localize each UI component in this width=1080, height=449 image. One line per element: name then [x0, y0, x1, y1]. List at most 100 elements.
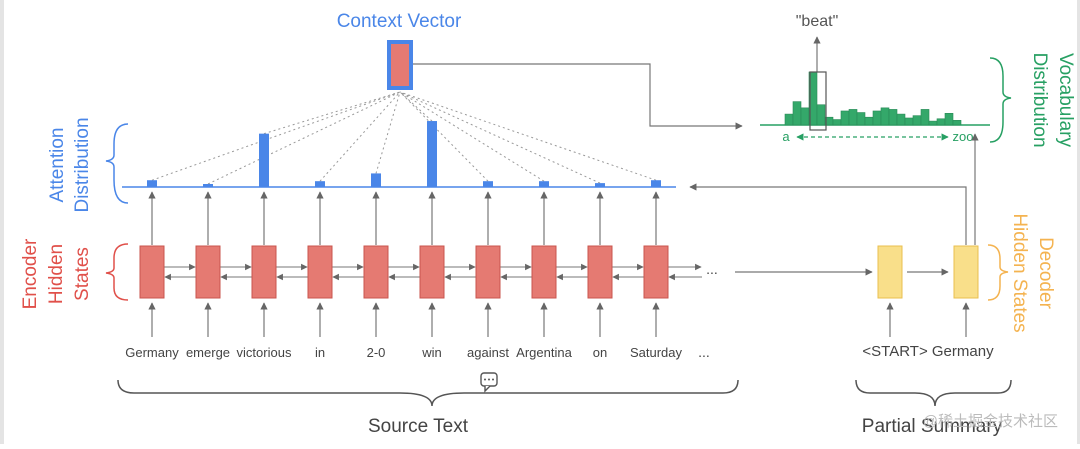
context-vector-box	[391, 44, 409, 86]
vocab-bar	[800, 107, 810, 126]
vocab-bar	[816, 104, 826, 126]
attention-bar	[651, 180, 661, 187]
encoder-cell	[195, 245, 221, 299]
attention-line	[399, 91, 601, 184]
attention-line	[399, 91, 489, 182]
partial-summary-label: Partial Summary	[862, 416, 1003, 437]
encoder-cell	[419, 245, 445, 299]
decoder-words-text: <START> Germany	[862, 343, 994, 360]
decoder-to-attention-arrow	[689, 183, 967, 245]
source-word: 2-0	[367, 345, 386, 360]
attention-line	[263, 91, 401, 135]
encoder-cell	[475, 245, 501, 299]
vocab-bar	[912, 115, 922, 126]
left-frame-edge	[0, 0, 4, 444]
attention-bar	[427, 121, 437, 187]
vocab-bar	[952, 120, 962, 126]
attention-brace	[105, 123, 129, 204]
vocab-end-label: zoo	[953, 129, 974, 144]
encoder-label-line2: Hidden	[46, 244, 67, 304]
vocab-bar	[792, 101, 802, 126]
vocab-bar	[872, 110, 882, 126]
source-word: victorious	[237, 345, 292, 360]
right-frame-edge	[1077, 0, 1080, 444]
attention-line	[207, 91, 401, 185]
attention-bar	[483, 181, 493, 187]
source-word: Germany	[125, 345, 179, 360]
encoder-label-line1: Encoder	[20, 238, 41, 309]
encoder-brace	[105, 243, 129, 301]
attention-line	[399, 91, 545, 182]
source-word: Argentina	[516, 345, 572, 360]
attention-bar	[315, 181, 325, 187]
attention-bar	[259, 133, 269, 187]
vocab-bar	[944, 113, 954, 126]
attention-bars	[147, 121, 661, 187]
vocab-bar	[904, 117, 914, 126]
attention-line	[399, 91, 433, 122]
source-text-brace	[117, 379, 739, 407]
vocab-bar	[888, 109, 898, 126]
attention-bar	[595, 183, 605, 187]
vocab-highlight-box	[809, 71, 827, 131]
vocab-bar	[832, 119, 842, 126]
decoder-cell	[953, 245, 979, 299]
encoder-to-attention-arrows	[148, 191, 660, 245]
attention-bar	[539, 181, 549, 187]
attention-bar	[203, 184, 213, 187]
encoder-cell	[531, 245, 557, 299]
encoder-recurrent-arrows	[164, 263, 702, 281]
vocab-bar	[928, 120, 938, 126]
watermark-text: @稀土掘金技术社区	[923, 413, 1058, 430]
output-word: "beat"	[796, 13, 839, 30]
decoder-label-line2: Hidden States	[1009, 213, 1030, 332]
vocab-bar	[936, 118, 946, 126]
encoder-cell	[251, 245, 277, 299]
encoder-cells	[139, 245, 669, 299]
encoder-label-line3: States	[72, 247, 93, 301]
decoder-cell	[877, 245, 903, 299]
vocab-bars	[784, 71, 962, 126]
context-to-vocab-arrow	[413, 63, 743, 130]
source-word: against	[467, 345, 509, 360]
encoder-cell	[307, 245, 333, 299]
vocab-bar	[880, 107, 890, 126]
attention-line	[151, 91, 401, 181]
source-text-label: Source Text	[368, 416, 469, 437]
context-vector-label: Context Vector	[337, 11, 462, 32]
attention-bar	[147, 180, 157, 187]
attention-bar	[371, 173, 381, 187]
attention-label-line2: Distribution	[72, 117, 93, 212]
vocab-bar	[864, 116, 874, 126]
source-word: on	[593, 345, 607, 360]
decoder-words: <START> Germany	[862, 343, 994, 360]
decoder-brace	[987, 244, 1009, 301]
attention-line	[319, 91, 401, 182]
source-word: Saturday	[630, 345, 683, 360]
vocab-bar	[896, 113, 906, 126]
vocab-label-line2: Distribution	[1029, 52, 1050, 147]
decoder-label-line1: Decoder	[1035, 237, 1056, 309]
source-ellipsis: ...	[698, 344, 710, 360]
vocab-bar	[784, 113, 794, 126]
attention-line	[399, 91, 657, 181]
source-word: win	[421, 345, 442, 360]
decoder-cells	[877, 245, 979, 299]
word-input-arrows	[148, 302, 660, 337]
attention-label-line1: Attention	[47, 128, 68, 203]
comment-icon[interactable]	[480, 372, 498, 393]
attention-line	[375, 91, 401, 174]
encoder-cell	[139, 245, 165, 299]
vocab-start-label: a	[782, 129, 790, 144]
encoder-cell	[363, 245, 389, 299]
vocab-bar	[848, 109, 858, 126]
vocab-bar	[840, 110, 850, 126]
decoder-input-arrows	[886, 302, 970, 337]
attention-to-context-lines	[151, 91, 657, 185]
vocab-bar	[920, 109, 930, 126]
encoder-ellipsis: ...	[706, 261, 718, 277]
source-word: emerge	[186, 345, 230, 360]
